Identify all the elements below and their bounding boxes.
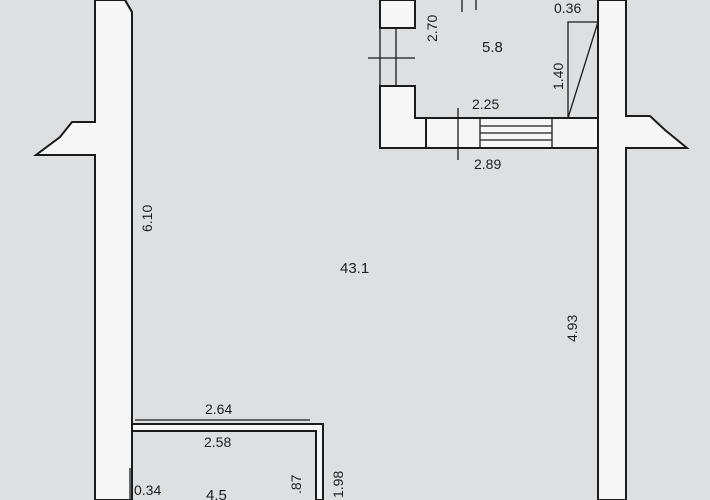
corner-room-top-inner-label: 2.58 (204, 434, 231, 450)
small-room-area-label: 5.8 (482, 39, 503, 56)
corner-room-side-a-label: 0.34 (134, 482, 161, 498)
corner-room-dimension-line (129, 419, 317, 500)
small-room-side-label: 1.40 (550, 63, 566, 90)
left-exterior-wall (33, 0, 133, 500)
top-marks (461, 0, 477, 12)
small-room-door-lines (368, 28, 415, 86)
doorway-lines (479, 118, 553, 148)
corner-room-top-outer-label: 2.64 (205, 401, 232, 417)
right-wall-length-label: 4.93 (564, 315, 580, 342)
partition-upper-label: 2.25 (472, 96, 499, 112)
small-room-left-wall (379, 0, 416, 29)
corner-room-side-c-label: 1.98 (330, 471, 346, 498)
corner-room-area-label: 4.5 (206, 487, 227, 500)
main-hall-area-label: 43.1 (340, 260, 369, 277)
left-wall-length-label: 6.10 (139, 205, 155, 232)
partition-dimension-lines (446, 108, 470, 160)
corner-room-wall (131, 423, 324, 500)
partition-lower-label: 2.89 (474, 156, 501, 172)
small-room-height-label: 2.70 (424, 15, 440, 42)
top-right-segment-label: 0.36 (554, 0, 581, 16)
corner-room-side-b-label: .87 (288, 474, 304, 494)
small-room-left-wall-lower (379, 85, 427, 149)
right-exterior-wall (597, 0, 690, 500)
small-room-side-element (567, 21, 599, 119)
left-wall-cap (124, 0, 133, 13)
